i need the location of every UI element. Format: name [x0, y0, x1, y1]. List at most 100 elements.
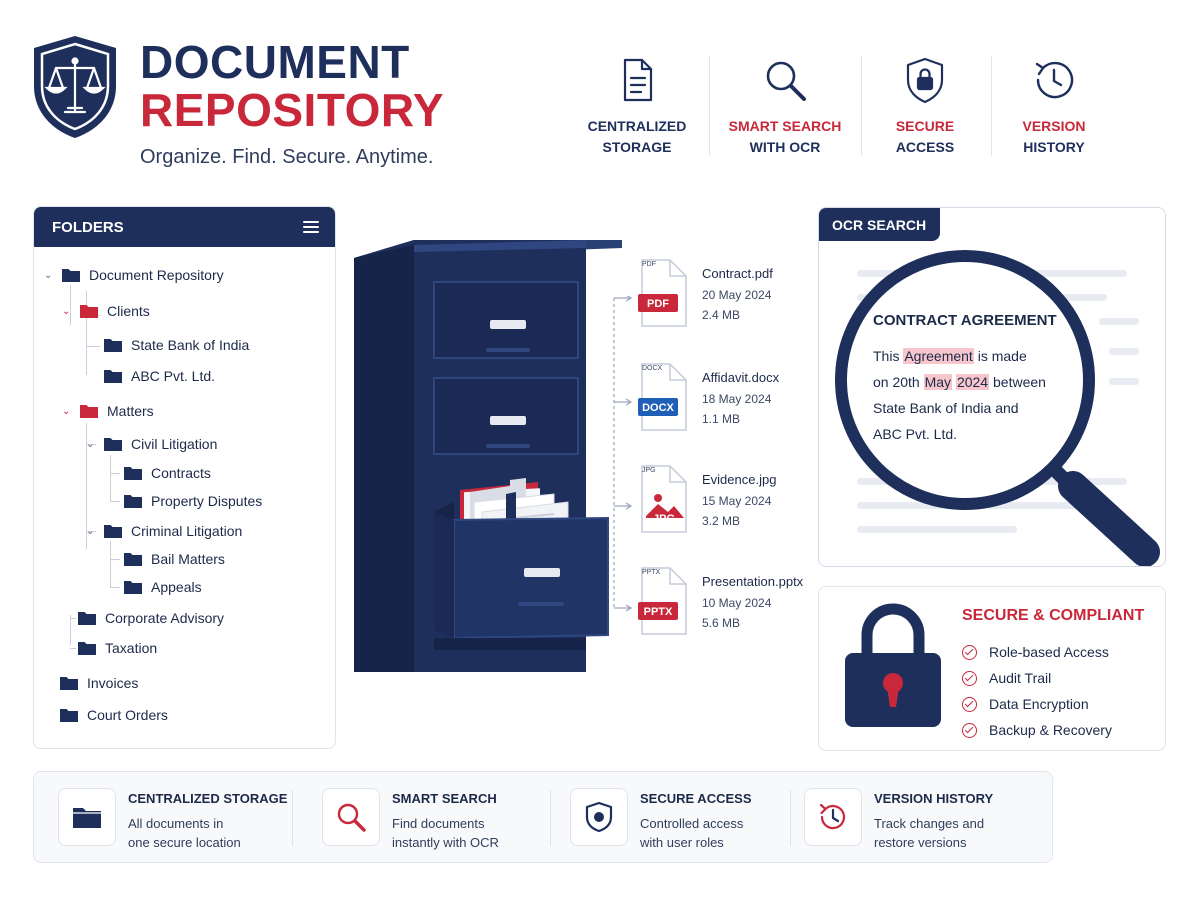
- folder-tree-item[interactable]: Bail Matters: [124, 549, 225, 569]
- folder-tree-item[interactable]: ⌄ Document Repository: [44, 265, 224, 285]
- folder-label: Clients: [107, 303, 150, 319]
- file-name: Presentation.pptx: [702, 574, 804, 589]
- ocr-document-body: This Agreement is made on 20th May 2024 …: [873, 343, 1093, 447]
- chevron-down-icon[interactable]: ⌄: [86, 438, 95, 450]
- folder-icon: [58, 788, 116, 846]
- folder-icon: [124, 580, 142, 594]
- bottom-feature-desc-line: with user roles: [640, 835, 724, 850]
- top-feature-line2: ACCESS: [895, 139, 955, 155]
- file-date: 10 May 2024: [702, 596, 772, 610]
- folder-icon: [124, 466, 142, 480]
- bottom-feature-desc-line: instantly with OCR: [392, 835, 499, 850]
- chevron-down-icon[interactable]: ⌄: [86, 525, 95, 537]
- folder-tree-item[interactable]: Court Orders: [60, 705, 168, 725]
- file-type-tag: PDF: [642, 261, 656, 268]
- ocr-line: State Bank of India and: [873, 400, 1019, 416]
- tree-connector-line: [70, 618, 76, 619]
- ocr-line: ABC Pvt. Ltd.: [873, 426, 958, 442]
- file-connector-lines: [613, 296, 633, 612]
- top-feature-line1: SECURE: [895, 118, 955, 134]
- divider: [550, 790, 551, 846]
- top-feature-line1: CENTRALIZED: [587, 118, 687, 134]
- tree-connector-line: [110, 587, 120, 588]
- folder-tree-item[interactable]: Corporate Advisory: [78, 608, 224, 628]
- ocr-document-preview: CONTRACT AGREEMENT This Agreement is mad…: [873, 312, 1093, 447]
- ocr-highlight: Agreement: [903, 348, 974, 364]
- ocr-search-tab[interactable]: OCR SEARCH: [819, 208, 941, 241]
- tree-connector-line: [110, 559, 120, 560]
- bottom-feature-desc-line: restore versions: [874, 835, 967, 850]
- search-icon: [322, 788, 380, 846]
- file-type-tag: JPG: [642, 467, 656, 474]
- folder-icon: [60, 676, 78, 690]
- tree-connector-line: [70, 285, 71, 325]
- file-date: 20 May 2024: [702, 288, 772, 302]
- folder-label: Document Repository: [89, 267, 224, 283]
- divider: [991, 56, 992, 156]
- secure-title: SECURE & COMPLIANT: [962, 607, 1145, 624]
- folder-icon: [104, 338, 122, 352]
- file-date: 15 May 2024: [702, 494, 772, 508]
- folder-label: ABC Pvt. Ltd.: [131, 368, 216, 384]
- history-icon: [804, 788, 862, 846]
- folder-tree-item[interactable]: Appeals: [124, 577, 202, 597]
- folder-tree-item[interactable]: ⌄Civil Litigation: [86, 434, 217, 454]
- folder-icon: [60, 708, 78, 722]
- file-date: 18 May 2024: [702, 392, 772, 406]
- bottom-feature-title: CENTRALIZED STORAGE: [128, 791, 288, 806]
- folder-tree-item[interactable]: ⌄Matters: [62, 401, 154, 421]
- folder-tree-item[interactable]: Property Disputes: [124, 491, 262, 511]
- secure-compliant-panel: SECURE & COMPLIANT Role-based Access Aud…: [818, 586, 1166, 751]
- document-icon: [623, 58, 653, 102]
- divider: [292, 790, 293, 846]
- bottom-feature-title: VERSION HISTORY: [874, 791, 994, 806]
- folder-tree-item[interactable]: Taxation: [78, 638, 157, 658]
- app-title-line2: REPOSITORY: [140, 84, 445, 136]
- file-size: 5.6 MB: [702, 616, 741, 630]
- secure-feature-item: Role-based Access: [962, 639, 1112, 665]
- secure-feature-item: Backup & Recovery: [962, 717, 1112, 743]
- top-feature-line1: VERSION: [1022, 118, 1086, 134]
- folder-tree-item[interactable]: Invoices: [60, 673, 138, 693]
- bottom-feature-title: SMART SEARCH: [392, 791, 497, 806]
- check-circle-icon: [962, 696, 977, 712]
- tree-connector-line: [86, 531, 96, 532]
- folder-icon: [104, 524, 122, 538]
- bottom-feature-desc-line: one secure location: [128, 835, 241, 850]
- shield-icon: [570, 788, 628, 846]
- folder-tree-item[interactable]: ⌄ Clients: [62, 301, 150, 321]
- file-size: 2.4 MB: [702, 308, 741, 322]
- chevron-down-icon[interactable]: ⌄: [44, 269, 53, 281]
- folder-tree-item[interactable]: Contracts: [124, 463, 211, 483]
- secure-feature-item: Data Encryption: [962, 691, 1112, 717]
- secure-feature-label: Data Encryption: [989, 696, 1089, 712]
- folder-tree-item[interactable]: ABC Pvt. Ltd.: [104, 366, 215, 386]
- folder-icon: [104, 437, 122, 451]
- folder-icon: [62, 268, 80, 282]
- app-title-line1: DOCUMENT: [140, 36, 410, 88]
- tree-connector-line: [70, 615, 71, 645]
- folder-icon: [124, 494, 142, 508]
- tree-connector-line: [110, 455, 111, 501]
- chevron-down-icon[interactable]: ⌄: [62, 405, 71, 417]
- folder-tree-item[interactable]: ⌄Criminal Litigation: [86, 521, 242, 541]
- folder-tree-item[interactable]: State Bank of India: [104, 335, 249, 355]
- logo-shield-icon: [34, 36, 116, 138]
- folder-label: Taxation: [105, 640, 158, 656]
- menu-icon[interactable]: [303, 221, 319, 233]
- ocr-text: between: [989, 374, 1046, 390]
- top-feature-line2: HISTORY: [1023, 139, 1085, 155]
- chevron-down-icon[interactable]: ⌄: [62, 305, 71, 317]
- top-feature-version-history: VERSION HISTORY: [979, 56, 1129, 158]
- tree-connector-line: [110, 541, 111, 587]
